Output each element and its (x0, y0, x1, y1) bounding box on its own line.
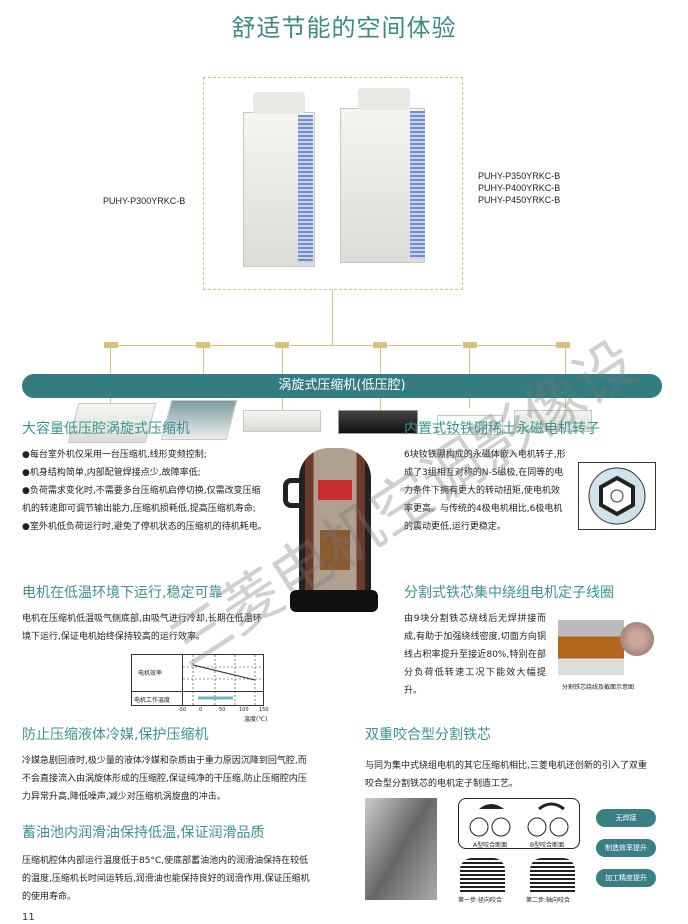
feature-pill-efficiency: 制造效率提升 (596, 839, 656, 857)
iron-core-photo (365, 798, 437, 900)
chart-tick: -50 (178, 707, 187, 713)
chart-tick: 150 (259, 707, 269, 713)
efficiency-chart: 电机效率 电机工作温度 (131, 654, 264, 706)
branch-joint (373, 342, 387, 348)
label-step2: 第二步:轴向咬合 (526, 897, 571, 904)
branch-joint (104, 342, 118, 348)
interlock-callout (458, 798, 580, 849)
chart-plot (183, 655, 263, 705)
model-label-right: PUHY-P350YRKC-B (478, 171, 561, 181)
indoor-unit-wall (437, 415, 503, 435)
chart-row-label: 电机工作温度 (134, 697, 171, 704)
page-title: 舒适节能的空间体验 (231, 14, 457, 42)
chart-tick: 0 (199, 707, 203, 713)
model-label-right: PUHY-P400YRKC-B (478, 183, 561, 193)
heading-oil: 蓄油池内润滑油保持低温,保证润滑品质 (22, 825, 265, 841)
feature-pill-precision: 加工精度提升 (596, 869, 656, 887)
heading-double-interlock: 双重咬合型分割铁芯 (365, 727, 491, 743)
heading-large-capacity: 大容量低压腔涡旋式压缩机 (22, 421, 190, 437)
rotor-text: 6块钕铁硼构成的永磁体嵌入电机转子,形成了3组相互对称的N-S磁极,在同等的电力… (404, 450, 566, 532)
compressor-pipe (283, 478, 301, 508)
heading-low-temp: 电机在低温环境下运行,稳定可靠 (22, 585, 223, 601)
rotor-diagram (578, 462, 656, 530)
compressor-base (290, 590, 378, 612)
double-interlock-text: 与同为集中式绕组电机的其它压缩机相比,三菱电机还创新的引入了双重咬合型分割铁芯的… (365, 761, 647, 789)
branch-joint (556, 342, 570, 348)
bullet: ●每台室外机仅采用一台压缩机,线形变频控制; (22, 450, 207, 460)
interlock-section-icons (469, 802, 569, 837)
refrigerant-pipe (203, 348, 204, 398)
bullet: ●室外机低负荷运行时,避免了停机状态的压缩机的待机耗电。 (22, 522, 267, 532)
label-step1: 第一步:径向咬合 (458, 897, 503, 904)
page-number: 11 (22, 912, 35, 923)
feature-pill-no-welding: 无焊接 (596, 809, 656, 827)
bullet: ●负荷需求变化时,不需要多台压缩机启停切换,仅需改变压缩机的转速即可调节输出能力… (22, 486, 261, 514)
chart-row-label: 电机效率 (138, 670, 163, 677)
stator-stack-step1 (460, 858, 505, 893)
outdoor-unit-fan (253, 92, 305, 114)
refrigerant-pipe (332, 290, 333, 345)
branch-joint (275, 342, 289, 348)
heading-stator: 分割式铁芯集中绕组电机定子线圈 (404, 585, 614, 601)
outdoor-unit-coil (298, 115, 313, 263)
chart-x-label: 温度(℃) (244, 716, 268, 723)
indoor-unit-duct-black (338, 410, 418, 434)
efficiency-line (192, 664, 256, 681)
model-label-right: PUHY-P450YRKC-B (478, 195, 561, 205)
label-b-type: B型咬合断面 (530, 842, 565, 849)
heading-rotor: 内置式钕铁硼稀土永磁电机转子 (404, 421, 600, 437)
outdoor-unit-fan (358, 88, 410, 110)
refrigerant-pipe (108, 345, 570, 346)
label-a-type: A型咬合断面 (473, 842, 508, 849)
bullet-list: ●每台室外机仅采用一台压缩机,线形变频控制; ●机身结构简单,内部配管焊接点少,… (22, 446, 267, 536)
compressor-motor (320, 530, 350, 570)
outdoor-unit-coil (410, 111, 425, 259)
indoor-unit-duct (243, 410, 321, 432)
compressor-cutaway-image (299, 448, 371, 598)
branch-joint (196, 342, 210, 348)
chart-tick: 50 (219, 707, 226, 713)
section-banner: 涡旋式压缩机(低压腔) (22, 374, 662, 398)
branch-joint (463, 342, 477, 348)
outdoor-units-frame (203, 77, 463, 290)
chart-tick: 100 (239, 707, 249, 713)
oil-text: 压缩机腔体内部运行温度低于85°C,使底部蓄油池内的润滑油保持在较低的温度,压缩… (22, 856, 310, 902)
model-label-left: PUHY-P300YRKC-B (103, 196, 186, 206)
compressor-motor (318, 480, 352, 500)
rotor-icon (588, 467, 646, 525)
stator-text: 由9块分割铁芯绕线后无焊拼接而成,有助于加强绕线密度,切面方向铜线占积率提升至接… (404, 614, 546, 696)
coil-cross-section (620, 622, 654, 656)
heading-liquid-protection: 防止压缩液体冷媒,保护压缩机 (22, 727, 209, 743)
coil-photo (558, 620, 624, 675)
liquid-protection-text: 冷媒急剧回液时,极少量的液体冷媒和杂质由于重力原因沉降到回气腔,而不会直接流入由… (22, 756, 307, 802)
bullet: ●机身结构简单,内部配管焊接点少,故障率低; (22, 468, 201, 478)
stator-stack-step2 (530, 858, 575, 893)
low-temp-text: 电机在压缩机低温吸气侧底部,由吸气进行冷却,长期在低温环境下运行,保证电机始终保… (22, 614, 262, 642)
coil-caption: 分割铁芯绕线及截面示意图 (562, 684, 635, 691)
indoor-unit-duct (514, 410, 592, 432)
